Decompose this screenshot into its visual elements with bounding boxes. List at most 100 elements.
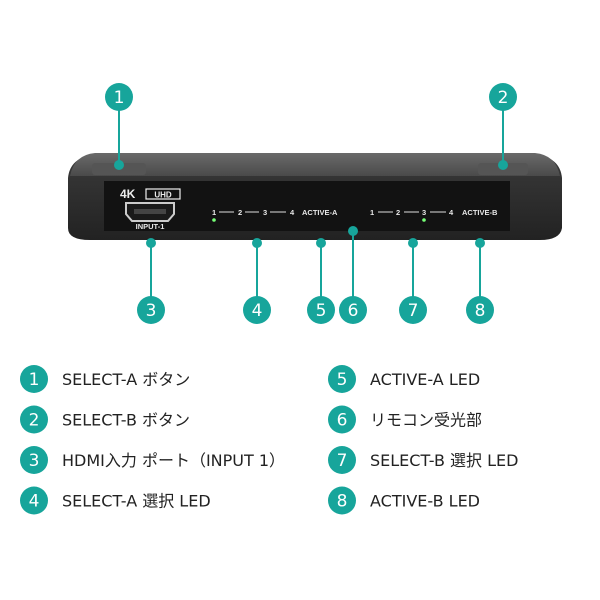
legend-badge: 2 (20, 405, 48, 434)
legend-text: SELECT-A ボタン (62, 370, 190, 389)
badge-uhd: UHD (154, 191, 172, 200)
callout-anchor-dot (146, 238, 156, 248)
legend-badge: 3 (20, 446, 48, 474)
led-group-a: 1 2 3 4 ACTIVE-A (212, 208, 338, 222)
callout-number: 5 (337, 370, 348, 390)
callout-8: 8 (466, 238, 494, 324)
legend-text: SELECT-B 選択 LED (370, 451, 518, 470)
legend-badge: 7 (328, 446, 356, 474)
callout-anchor-dot (475, 238, 485, 248)
legend-text: ACTIVE-A LED (370, 370, 480, 389)
callout-number: 3 (146, 301, 157, 321)
led-a-number: 1 (212, 208, 216, 217)
legend-badge: 6 (328, 405, 356, 434)
callout-anchor-dot (252, 238, 262, 248)
callout-circle (328, 446, 356, 474)
callout-number: 5 (316, 301, 327, 321)
callout-anchor-dot (348, 226, 358, 236)
callouts: 1 2 3 4 5 6 7 8 (105, 83, 517, 324)
callout-badge: 7 (399, 296, 427, 324)
callout-anchor-dot (408, 238, 418, 248)
callout-3: 3 (137, 238, 165, 324)
legend-item: 7 SELECT-B 選択 LED (328, 446, 518, 474)
callout-badge: 5 (307, 296, 335, 324)
callout-number: 8 (337, 492, 348, 512)
led-b-number: 1 (370, 208, 374, 217)
callout-circle (339, 296, 367, 324)
callout-circle (328, 405, 356, 434)
port-label: INPUT-1 (136, 222, 165, 231)
callout-number: 8 (475, 301, 486, 321)
legend-text: SELECT-B ボタン (62, 411, 190, 430)
callout-circle (307, 296, 335, 324)
callout-circle (20, 405, 48, 434)
callout-number: 1 (29, 370, 40, 390)
callout-number: 2 (29, 411, 40, 431)
callout-circle (466, 296, 494, 324)
badge-4k: 4K (120, 187, 136, 201)
callout-circle (20, 365, 48, 393)
active-a-label: ACTIVE-A (302, 208, 338, 217)
callout-anchor-dot (498, 160, 508, 170)
callout-7: 7 (399, 238, 427, 324)
legend-item: 1 SELECT-A ボタン (20, 365, 190, 393)
callout-circle (105, 83, 133, 111)
callout-circle (399, 296, 427, 324)
led-b-number: 3 (422, 208, 426, 217)
callout-circle (243, 296, 271, 324)
callout-number: 4 (29, 492, 40, 512)
callout-circle (137, 296, 165, 324)
callout-anchor-dot (316, 238, 326, 248)
led-a-number: 3 (263, 208, 267, 217)
callout-circle (20, 486, 48, 515)
callout-badge: 1 (105, 83, 133, 111)
device-top-face (70, 153, 560, 176)
badge-uhd-box (145, 188, 181, 200)
callout-number: 2 (498, 88, 509, 108)
legend-text: SELECT-A 選択 LED (62, 492, 211, 511)
led-a1-lit (212, 218, 216, 222)
hdmi-switch-device: 4K UHD INPUT-1 1 2 3 4 ACTIVE-A 1 2 3 4 … (68, 153, 562, 240)
callout-2: 2 (489, 83, 517, 170)
callout-1: 1 (105, 83, 133, 170)
callout-number: 1 (114, 88, 125, 108)
callout-badge: 8 (466, 296, 494, 324)
callout-badge: 2 (489, 83, 517, 111)
callout-badge: 3 (137, 296, 165, 324)
callout-circle (489, 83, 517, 111)
led-b-number: 4 (449, 208, 454, 217)
legend-text: HDMI入力 ポート（INPUT 1） (62, 451, 285, 470)
callout-6: 6 (339, 226, 367, 324)
callout-circle (328, 486, 356, 515)
callout-number: 7 (408, 301, 419, 321)
callout-anchor-dot (114, 160, 124, 170)
callout-number: 7 (337, 451, 348, 471)
legend-item: 5 ACTIVE-A LED (328, 365, 480, 393)
callout-4: 4 (243, 238, 271, 324)
legend-item: 4 SELECT-A 選択 LED (20, 486, 211, 515)
legend-badge: 4 (20, 486, 48, 515)
led-a-number: 2 (238, 208, 242, 217)
callout-number: 6 (337, 411, 348, 431)
callout-number: 6 (348, 301, 359, 321)
legend-item: 2 SELECT-B ボタン (20, 405, 190, 434)
callout-badge: 6 (339, 296, 367, 324)
legend-badge: 8 (328, 486, 356, 515)
callout-badge: 4 (243, 296, 271, 324)
callout-circle (20, 446, 48, 474)
legend: 1 SELECT-A ボタン 2 SELECT-B ボタン 3 HDMI入力 ポート（IN… (20, 365, 518, 515)
legend-badge: 5 (328, 365, 356, 393)
legend-item: 3 HDMI入力 ポート（INPUT 1） (20, 446, 285, 474)
callout-5: 5 (307, 238, 335, 324)
hdmi-port-contacts (134, 209, 166, 214)
led-group-b: 1 2 3 4 ACTIVE-B (370, 208, 498, 222)
led-b3-lit (422, 218, 426, 222)
legend-badge: 1 (20, 365, 48, 393)
led-b-number: 2 (396, 208, 400, 217)
active-b-label: ACTIVE-B (462, 208, 498, 217)
callout-number: 3 (29, 451, 40, 471)
